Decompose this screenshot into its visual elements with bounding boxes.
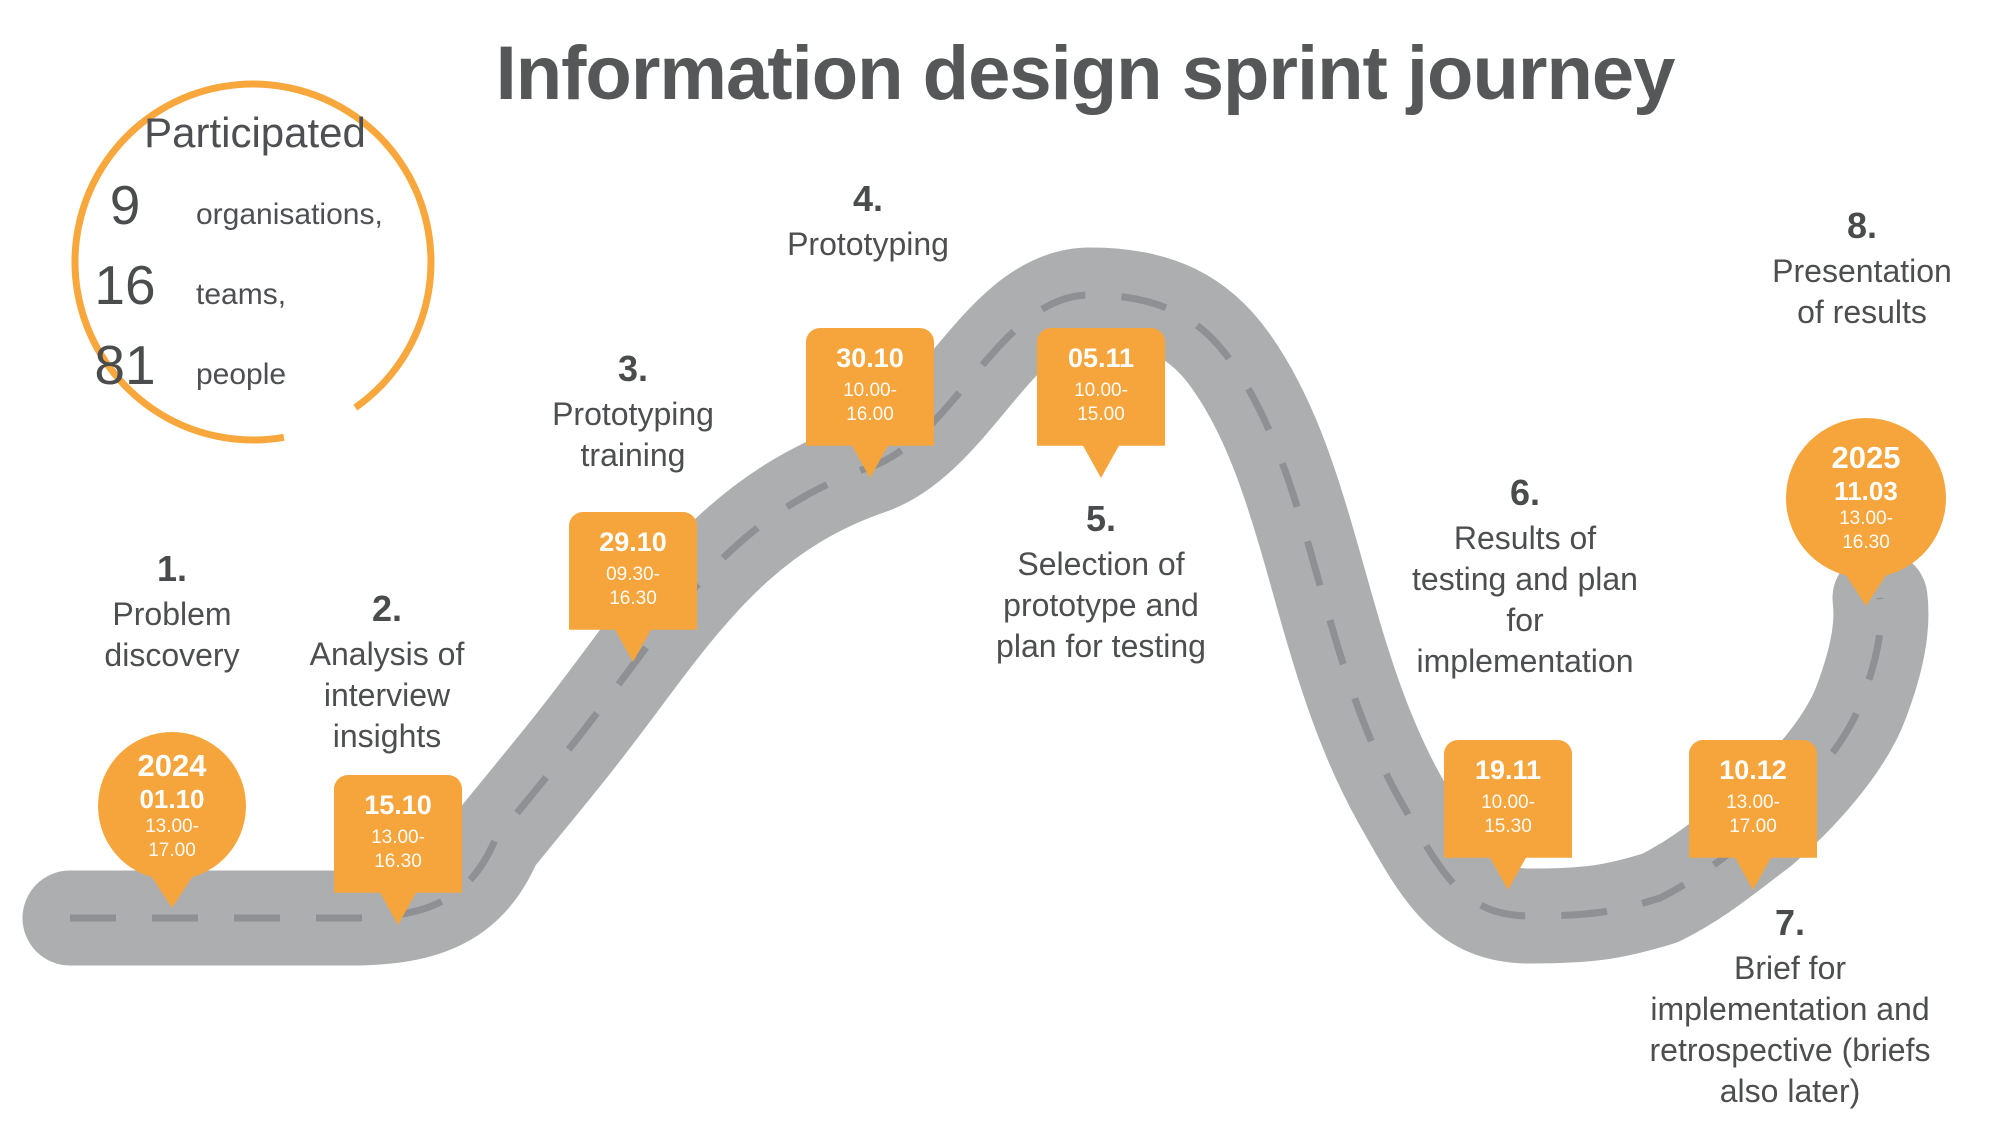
step-3-label: 3. Prototyping training: [528, 348, 738, 476]
step-number: 8.: [1846, 205, 1878, 246]
marker-step-8: 2025 11.03 13.00- 16.30: [1786, 418, 1946, 606]
marker-time-end: 16.30: [374, 850, 422, 872]
marker-date: 10.12: [1719, 755, 1787, 785]
participated-rows: 9 organisations, 16 teams, 81 people: [60, 170, 450, 410]
page-title: Information design sprint journey: [495, 31, 1676, 116]
step-1-label: 1. Problem discovery: [62, 548, 282, 676]
step-text: Prototyping training: [552, 396, 714, 473]
marker-date: 30.10: [836, 343, 904, 373]
step-text: Prototyping: [787, 226, 949, 262]
marker-time-end: 16.30: [609, 587, 657, 609]
marker-time-start: 13.00-: [1726, 791, 1780, 813]
marker-pin-body: 2024 01.10 13.00- 17.00: [98, 732, 246, 880]
stat-value: 81: [94, 334, 156, 397]
step-number: 2.: [371, 588, 403, 629]
marker-date: 05.11: [1067, 343, 1135, 373]
marker-date: 15.10: [364, 790, 432, 820]
step-2-label: 2. Analysis of interview insights: [287, 588, 487, 757]
stat-label: organisations,: [196, 198, 383, 232]
marker-pointer: [1840, 566, 1892, 606]
step-text: Presentation of results: [1772, 253, 1952, 330]
marker-time-end: 16.30: [1842, 532, 1890, 554]
marker-time-start: 13.00-: [1839, 508, 1893, 530]
marker-time-end: 17.00: [148, 840, 196, 862]
participated-stats: Participated 9 organisations, 16 teams, …: [60, 108, 450, 410]
stat-row-people: 81 people: [60, 330, 450, 410]
marker-pin-body: 2025 11.03 13.00- 16.30: [1786, 418, 1946, 578]
step-5-label: 5. Selection of prototype and plan for t…: [996, 498, 1206, 667]
stat-label: people: [196, 358, 287, 392]
marker-step-1: 2024 01.10 13.00- 17.00: [98, 732, 246, 908]
step-number: 3.: [617, 348, 649, 389]
stat-value: 9: [109, 174, 141, 237]
marker-time-end: 16.00: [846, 403, 894, 425]
marker-time-start: 09.30-: [606, 563, 660, 585]
step-number: 6.: [1509, 472, 1541, 513]
step-4-label: 4. Prototyping: [748, 178, 988, 265]
stat-row-teams: 16 teams,: [60, 250, 450, 330]
stat-label: teams,: [196, 278, 287, 312]
marker-date: 19.11: [1474, 755, 1542, 785]
participated-heading: Participated: [144, 109, 366, 156]
marker-time-start: 13.00-: [371, 826, 425, 848]
marker-time-end: 17.00: [1729, 815, 1777, 837]
step-text: Brief for implementation and retrospecti…: [1649, 950, 1931, 1109]
step-8-label: 8. Presentation of results: [1762, 205, 1962, 333]
marker-time-start: 10.00-: [1074, 379, 1128, 401]
marker-date: 01.10: [139, 784, 205, 815]
marker-time-start: 10.00-: [1481, 791, 1535, 813]
marker-time-start: 10.00-: [843, 379, 897, 401]
participated-ring: [71, 80, 435, 444]
marker-date: 29.10: [599, 527, 667, 557]
step-text: Problem discovery: [104, 596, 240, 673]
marker-time-end: 15.30: [1484, 815, 1532, 837]
step-7-label: 7. Brief for implementation and retrospe…: [1648, 902, 1933, 1112]
marker-pointer: [146, 868, 198, 908]
stat-row-organisations: 9 organisations,: [60, 170, 450, 250]
marker-year: 2024: [137, 748, 207, 784]
step-text: Results of testing and plan for implemen…: [1412, 520, 1638, 679]
step-number: 7.: [1774, 902, 1806, 943]
step-number: 1.: [156, 548, 188, 589]
step-text: Selection of prototype and plan for test…: [996, 546, 1206, 664]
marker-time-end: 15.00: [1077, 403, 1125, 425]
step-number: 4.: [852, 178, 884, 219]
marker-year: 2025: [1831, 440, 1901, 476]
marker-time-start: 13.00-: [145, 816, 199, 838]
marker-date: 11.03: [1834, 476, 1898, 507]
step-6-label: 6. Results of testing and plan for imple…: [1408, 472, 1643, 682]
step-text: Analysis of interview insights: [309, 636, 465, 754]
stat-value: 16: [94, 254, 156, 317]
step-number: 5.: [1085, 498, 1117, 539]
